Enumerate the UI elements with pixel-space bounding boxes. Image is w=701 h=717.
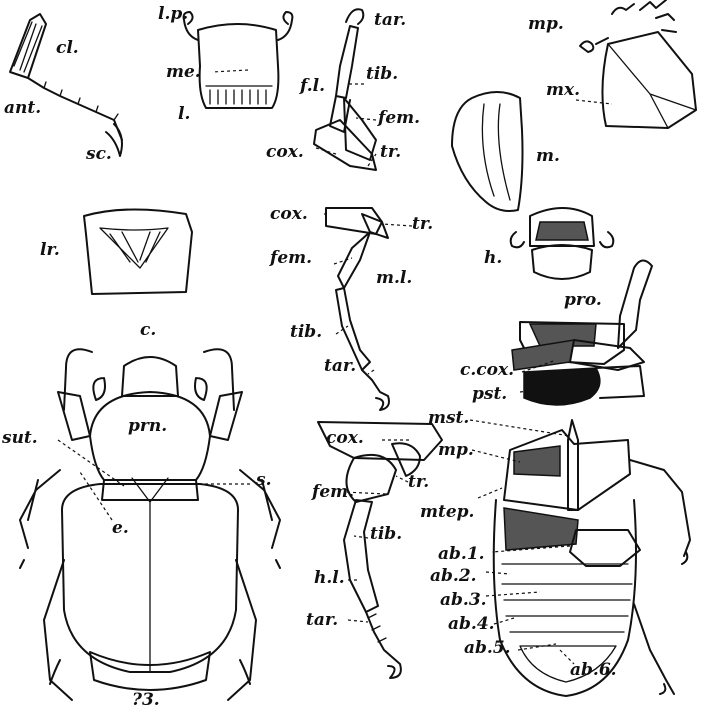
label-mx: mx. (546, 82, 580, 99)
label-ab2: ab.2. (430, 568, 477, 585)
dorsal-beetle-drawing (20, 349, 280, 700)
label-ab4: ab.4. (448, 616, 495, 633)
label-ml: m.l. (376, 270, 412, 287)
label-tar-fore: tar. (374, 12, 406, 29)
label-tib-mid: tib. (290, 324, 322, 341)
label-tib-hind: tib. (370, 526, 402, 543)
antenna-drawing (10, 14, 122, 156)
label-ab6: ab.6. (570, 662, 617, 679)
middle-leg-drawing (326, 208, 389, 410)
labium-drawing (184, 12, 293, 108)
label-cox-mid: cox. (270, 206, 308, 223)
prothorax-drawing (512, 260, 652, 405)
label-prn: prn. (128, 418, 167, 435)
label-fl: f.l. (300, 78, 325, 95)
mandible-drawing (452, 92, 523, 211)
label-pst: pst. (472, 386, 507, 403)
label-mp-ventral: mp. (438, 442, 474, 459)
label-fig-num: ?3. (132, 692, 160, 709)
label-tib-fore: tib. (366, 66, 398, 83)
label-fem-mid: fem. (270, 250, 312, 267)
labrum-drawing (84, 209, 192, 294)
label-ab5: ab.5. (464, 640, 511, 657)
ventral-beetle-drawing (494, 420, 690, 696)
label-tr-hind: tr. (408, 474, 429, 491)
hind-leg-drawing (318, 422, 442, 678)
label-tar-hind: tar. (306, 612, 338, 629)
maxilla-drawing (580, 0, 696, 128)
label-hl: h.l. (314, 570, 345, 587)
label-lp: l.p. (158, 6, 188, 23)
label-e: e. (112, 520, 129, 537)
label-ant: ant. (4, 100, 41, 117)
label-s: s. (256, 472, 272, 489)
label-cox-hind: cox. (326, 430, 364, 447)
label-sc: sc. (86, 146, 112, 163)
label-lr: lr. (40, 242, 60, 259)
head-drawing (511, 208, 614, 279)
label-cl: cl. (56, 40, 79, 57)
label-fem-fore: fem. (378, 110, 420, 127)
label-mp-top: mp. (528, 16, 564, 33)
label-mst: mst. (428, 410, 469, 427)
label-pro: pro. (564, 292, 602, 309)
label-m: m. (536, 148, 560, 165)
label-fem-hind: fem. (312, 484, 354, 501)
label-cox-fore: cox. (266, 144, 304, 161)
label-ab3: ab.3. (440, 592, 487, 609)
label-me: me. (166, 64, 201, 81)
label-c: c. (140, 322, 156, 339)
label-ab1: ab.1. (438, 546, 485, 563)
label-mtep: mtep. (420, 504, 474, 521)
label-ccox: c.cox. (460, 362, 514, 379)
label-h: h. (484, 250, 502, 267)
label-tar-mid: tar. (324, 358, 356, 375)
label-l: l. (178, 106, 190, 123)
label-tr-mid: tr. (412, 216, 433, 233)
label-sut: sut. (2, 430, 38, 447)
label-tr-fore: tr. (380, 144, 401, 161)
